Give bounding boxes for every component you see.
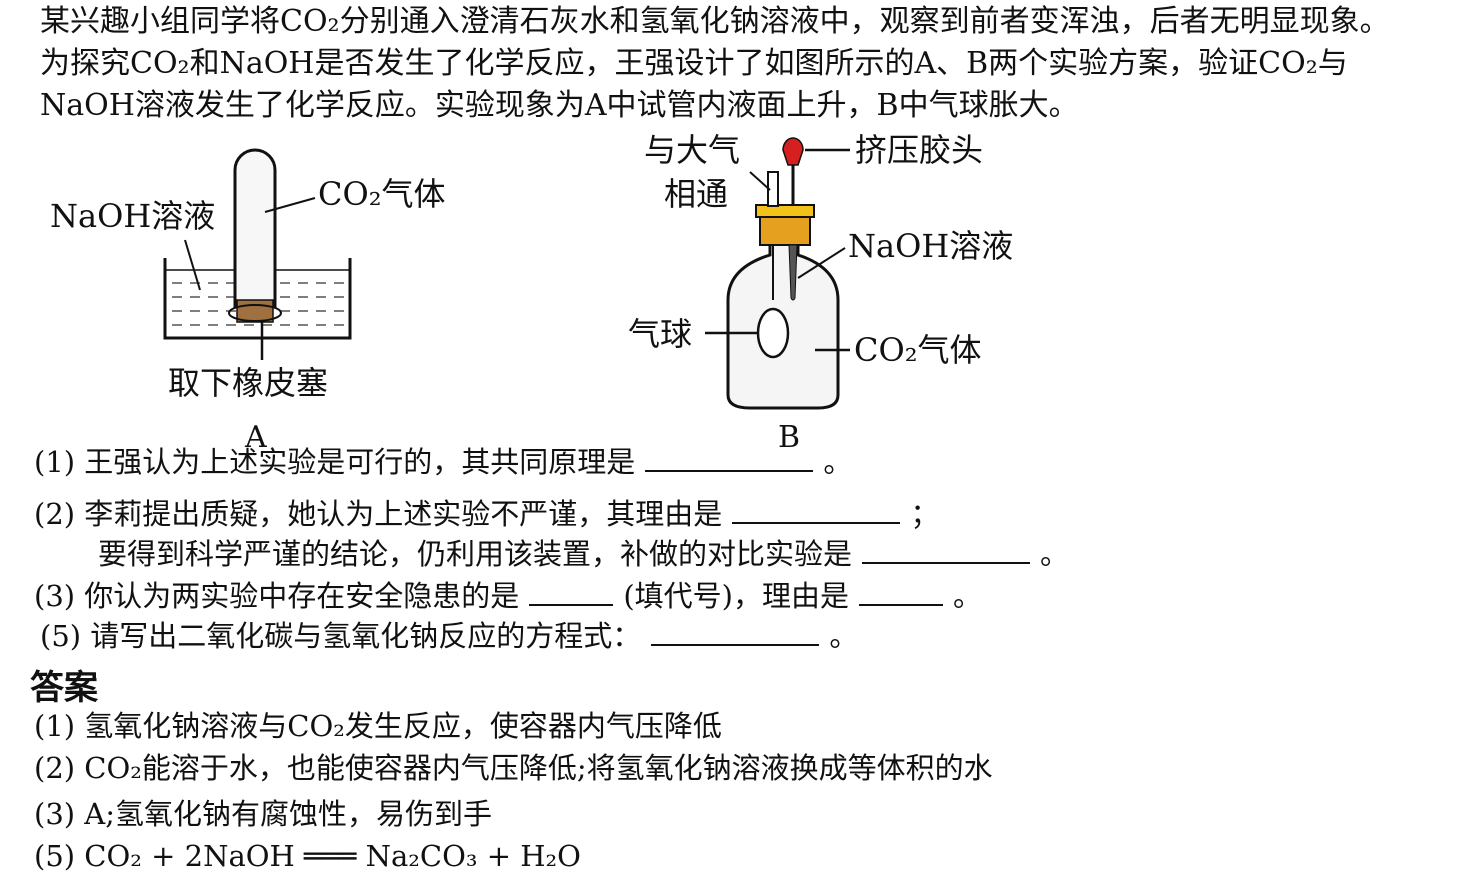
question-5-text: (5) 请写出二氧化碳与氢氧化钠反应的方程式： bbox=[40, 619, 642, 653]
trough-liquid bbox=[172, 282, 345, 326]
problem-line-1: 某兴趣小组同学将CO₂分别通入澄清石灰水和氢氧化钠溶液中，观察到前者变浑浊，后者… bbox=[40, 4, 1390, 39]
answer-blank-1[interactable] bbox=[645, 444, 814, 472]
bottle-stopper bbox=[759, 214, 811, 246]
label-b-dropper: 挤压胶头 bbox=[855, 131, 984, 169]
rubber-stopper bbox=[236, 299, 274, 323]
label-a-naoh: NaOH溶液 bbox=[50, 197, 216, 235]
answer-blank-3b[interactable] bbox=[858, 578, 943, 606]
answer-blank-2a[interactable] bbox=[732, 496, 901, 524]
label-b-co2: CO₂气体 bbox=[854, 331, 982, 369]
answer-3: (3) A;氢氧化钠有腐蚀性，易伤到手 bbox=[34, 797, 493, 831]
answer-blank-3a[interactable] bbox=[529, 578, 614, 606]
question-1: (1) 王强认为上述实验是可行的，其共同原理是。 bbox=[34, 444, 853, 479]
question-3-text: (3) 你认为两实验中存在安全隐患的是 bbox=[34, 579, 520, 613]
label-a-stopper: 取下橡皮塞 bbox=[168, 364, 329, 402]
label-b-air: 与大气 bbox=[644, 131, 741, 169]
answer-blank-2b[interactable] bbox=[862, 536, 1031, 564]
question-2b-text: 要得到科学严谨的结论，仍利用该装置，补做的对比实验是 bbox=[98, 537, 853, 571]
test-tube bbox=[233, 148, 277, 308]
problem-line-2: 为探究CO₂和NaOH是否发生了化学反应，王强设计了如图所示的A、B两个实验方案… bbox=[40, 46, 1348, 81]
answer-5: (5) CO₂ + 2NaOH ═══ Na₂CO₃ + H₂O bbox=[34, 839, 581, 873]
answer-2: (2) CO₂能溶于水，也能使容器内气压降低;将氢氧化钠溶液换成等体积的水 bbox=[34, 751, 993, 785]
figure-b-apparatus bbox=[705, 137, 850, 410]
question-1-text: (1) 王强认为上述实验是可行的，其共同原理是 bbox=[34, 445, 636, 479]
dropper-bulb bbox=[782, 137, 804, 166]
figure-a-apparatus bbox=[163, 148, 352, 360]
caption-b: B bbox=[778, 420, 801, 455]
answer-title: 答案 bbox=[30, 668, 98, 708]
label-b-air2: 相通 bbox=[664, 175, 729, 213]
label-b-naoh: NaOH溶液 bbox=[848, 227, 1014, 265]
question-2b: 要得到科学严谨的结论，仍利用该装置，补做的对比实验是。 bbox=[98, 536, 1070, 571]
question-3: (3) 你认为两实验中存在安全隐患的是(填代号)，理由是。 bbox=[34, 578, 982, 613]
question-5: (5) 请写出二氧化碳与氢氧化钠反应的方程式：。 bbox=[40, 618, 859, 653]
trough bbox=[163, 258, 352, 340]
question-2a-text: (2) 李莉提出质疑，她认为上述实验不严谨，其理由是 bbox=[34, 497, 723, 531]
label-b-balloon: 气球 bbox=[628, 315, 693, 353]
question-2a: (2) 李莉提出质疑，她认为上述实验不严谨，其理由是； bbox=[34, 496, 940, 531]
answer-blank-5[interactable] bbox=[651, 618, 820, 646]
caption-a: A bbox=[245, 420, 267, 455]
problem-line-3: NaOH溶液发生了化学反应。实验现象为A中试管内液面上升，B中气球胀大。 bbox=[40, 88, 1079, 123]
balloon bbox=[756, 307, 790, 359]
answer-1: (1) 氢氧化钠溶液与CO₂发生反应，使容器内气压降低 bbox=[34, 709, 722, 743]
label-a-co2: CO₂气体 bbox=[318, 175, 446, 213]
